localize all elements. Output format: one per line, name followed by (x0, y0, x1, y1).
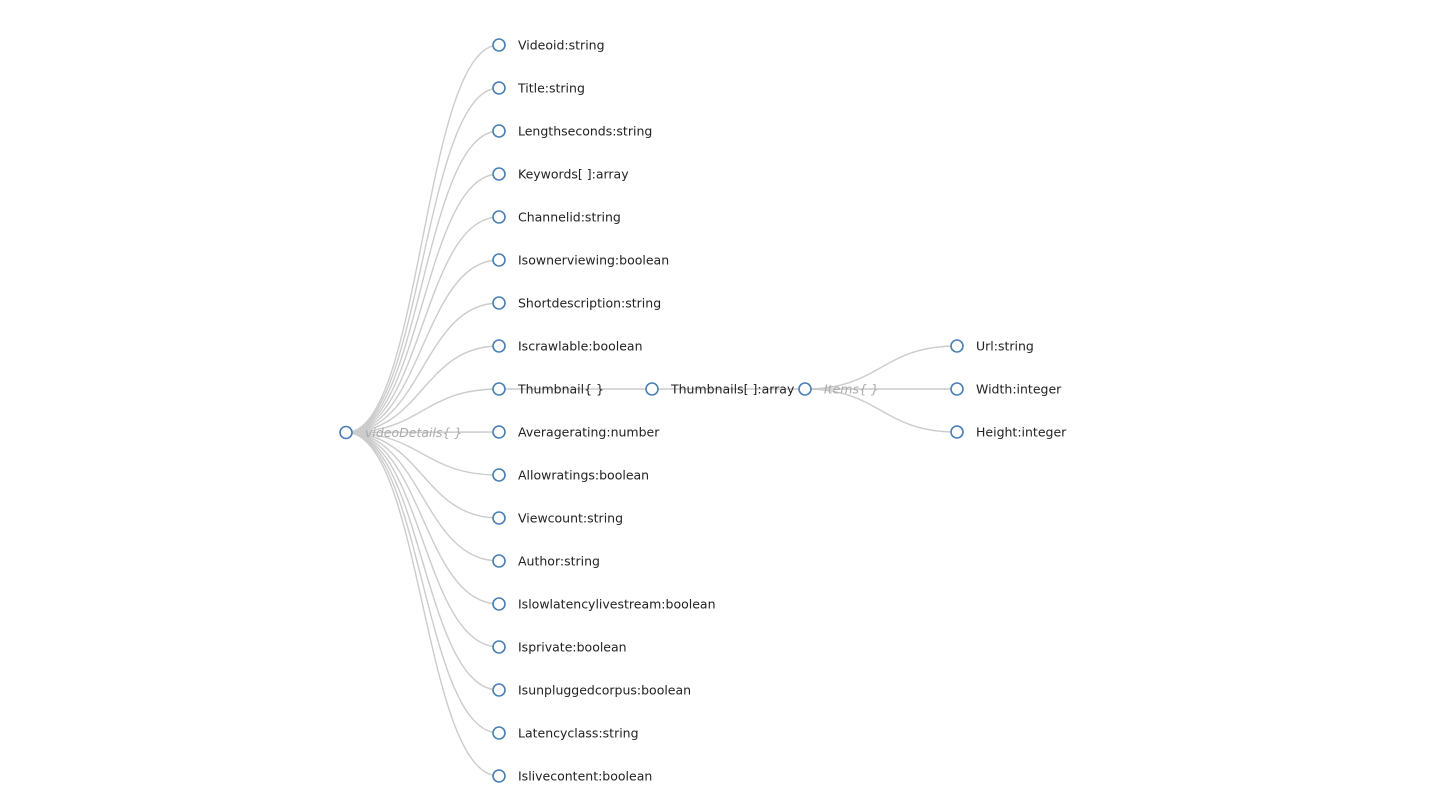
node-label-url: Url:string (976, 339, 1034, 354)
node-toggle-iscrawlable[interactable] (492, 339, 506, 353)
tree-node-allowratings[interactable]: Allowratings:boolean (492, 468, 649, 483)
tree-node-root[interactable]: videoDetails{ } (339, 425, 462, 440)
node-toggle-islivecontent[interactable] (492, 769, 506, 783)
node-toggle-isownerviewing[interactable] (492, 253, 506, 267)
tree-link (345, 259, 500, 434)
node-toggle-allowratings[interactable] (492, 468, 506, 482)
node-label-isprivate: Isprivate:boolean (518, 640, 627, 655)
node-label-viewcount: Viewcount:string (518, 511, 623, 526)
node-label-iscrawlable: Iscrawlable:boolean (518, 339, 643, 354)
node-label-latencyclass: Latencyclass:string (518, 726, 639, 741)
node-label-channelid: Channelid:string (518, 210, 621, 225)
tree-node-thumbnail[interactable]: Thumbnail{ } (492, 382, 604, 397)
node-toggle-islowlatencylivestream[interactable] (492, 597, 506, 611)
tree-node-keywords[interactable]: Keywords[ ]:array (492, 167, 629, 182)
tree-link (345, 431, 500, 605)
tree-node-lengthseconds[interactable]: Lengthseconds:string (492, 124, 652, 139)
tree-link (345, 44, 500, 434)
node-toggle-width[interactable] (950, 382, 964, 396)
tree-links (345, 44, 958, 777)
node-label-islowlatencylivestream: Islowlatencylivestream:boolean (518, 597, 716, 612)
tree-node-videoid[interactable]: Videoid:string (492, 38, 605, 53)
node-label-items: Items{ } (824, 382, 879, 397)
node-label-averagerating: Averagerating:number (518, 425, 660, 440)
tree-link (345, 431, 500, 562)
tree-link (804, 388, 958, 433)
node-label-keywords: Keywords[ ]:array (518, 167, 629, 182)
tree-link (345, 431, 500, 519)
node-toggle-isunpluggedcorpus[interactable] (492, 683, 506, 697)
tree-link (345, 431, 500, 476)
node-toggle-viewcount[interactable] (492, 511, 506, 525)
node-label-isunpluggedcorpus: Isunpluggedcorpus:boolean (518, 683, 691, 698)
node-toggle-url[interactable] (950, 339, 964, 353)
node-toggle-title[interactable] (492, 81, 506, 95)
tree-node-latencyclass[interactable]: Latencyclass:string (492, 726, 639, 741)
tree-link (345, 388, 500, 434)
tree-node-shortdescription[interactable]: Shortdescription:string (492, 296, 661, 311)
tree-node-isunpluggedcorpus[interactable]: Isunpluggedcorpus:boolean (492, 683, 691, 698)
node-toggle-shortdescription[interactable] (492, 296, 506, 310)
node-toggle-videoid[interactable] (492, 38, 506, 52)
tree-node-items[interactable]: Items{ } (798, 382, 879, 397)
tree-node-url[interactable]: Url:string (950, 339, 1034, 354)
node-toggle-height[interactable] (950, 425, 964, 439)
tree-link (345, 431, 500, 434)
tree-link (345, 431, 500, 648)
node-label-thumbnails: Thumbnails[ ]:array (670, 382, 795, 397)
tree-link (345, 431, 500, 777)
node-label-lengthseconds: Lengthseconds:string (518, 124, 652, 139)
tree-node-averagerating[interactable]: Averagerating:number (492, 425, 660, 440)
tree-node-title[interactable]: Title:string (492, 81, 585, 96)
tree-node-isownerviewing[interactable]: Isownerviewing:boolean (492, 253, 669, 268)
node-label-islivecontent: Islivecontent:boolean (518, 769, 652, 784)
node-toggle-items[interactable] (798, 382, 812, 396)
tree-node-iscrawlable[interactable]: Iscrawlable:boolean (492, 339, 643, 354)
node-label-height: Height:integer (976, 425, 1067, 440)
node-toggle-keywords[interactable] (492, 167, 506, 181)
tree-node-height[interactable]: Height:integer (950, 425, 1067, 440)
node-label-isownerviewing: Isownerviewing:boolean (518, 253, 669, 268)
tree-link (345, 216, 500, 434)
node-label-thumbnail: Thumbnail{ } (517, 382, 604, 397)
node-toggle-latencyclass[interactable] (492, 726, 506, 740)
node-label-width: Width:integer (976, 382, 1062, 397)
tree-link (345, 345, 500, 434)
tree-link (804, 345, 958, 390)
tree-link (345, 431, 500, 734)
node-toggle-isprivate[interactable] (492, 640, 506, 654)
tree-node-islivecontent[interactable]: Islivecontent:boolean (492, 769, 652, 784)
node-toggle-lengthseconds[interactable] (492, 124, 506, 138)
tree-node-isprivate[interactable]: Isprivate:boolean (492, 640, 627, 655)
tree-node-author[interactable]: Author:string (492, 554, 600, 569)
tree-node-viewcount[interactable]: Viewcount:string (492, 511, 623, 526)
node-label-root: videoDetails{ } (365, 425, 462, 440)
tree-node-thumbnails[interactable]: Thumbnails[ ]:array (645, 382, 795, 397)
node-label-videoid: Videoid:string (518, 38, 605, 53)
tree-node-width[interactable]: Width:integer (950, 382, 1062, 397)
node-toggle-thumbnail[interactable] (492, 382, 506, 396)
tree-link (345, 130, 500, 434)
node-toggle-thumbnails[interactable] (645, 382, 659, 396)
node-toggle-root[interactable] (339, 425, 353, 440)
tree-nodes: videoDetails{ } Videoid:stringTitle:strin… (339, 38, 1067, 784)
tree-link (345, 87, 500, 434)
node-toggle-author[interactable] (492, 554, 506, 568)
node-label-title: Title:string (517, 81, 585, 96)
tree-link (345, 431, 500, 691)
node-label-shortdescription: Shortdescription:string (518, 296, 661, 311)
node-toggle-channelid[interactable] (492, 210, 506, 224)
node-toggle-averagerating[interactable] (492, 425, 506, 439)
tree-node-islowlatencylivestream[interactable]: Islowlatencylivestream:boolean (492, 597, 716, 612)
node-label-author: Author:string (518, 554, 600, 569)
tree-link (345, 173, 500, 434)
tree-node-channelid[interactable]: Channelid:string (492, 210, 621, 225)
node-label-allowratings: Allowratings:boolean (518, 468, 649, 483)
tree-link (345, 302, 500, 434)
